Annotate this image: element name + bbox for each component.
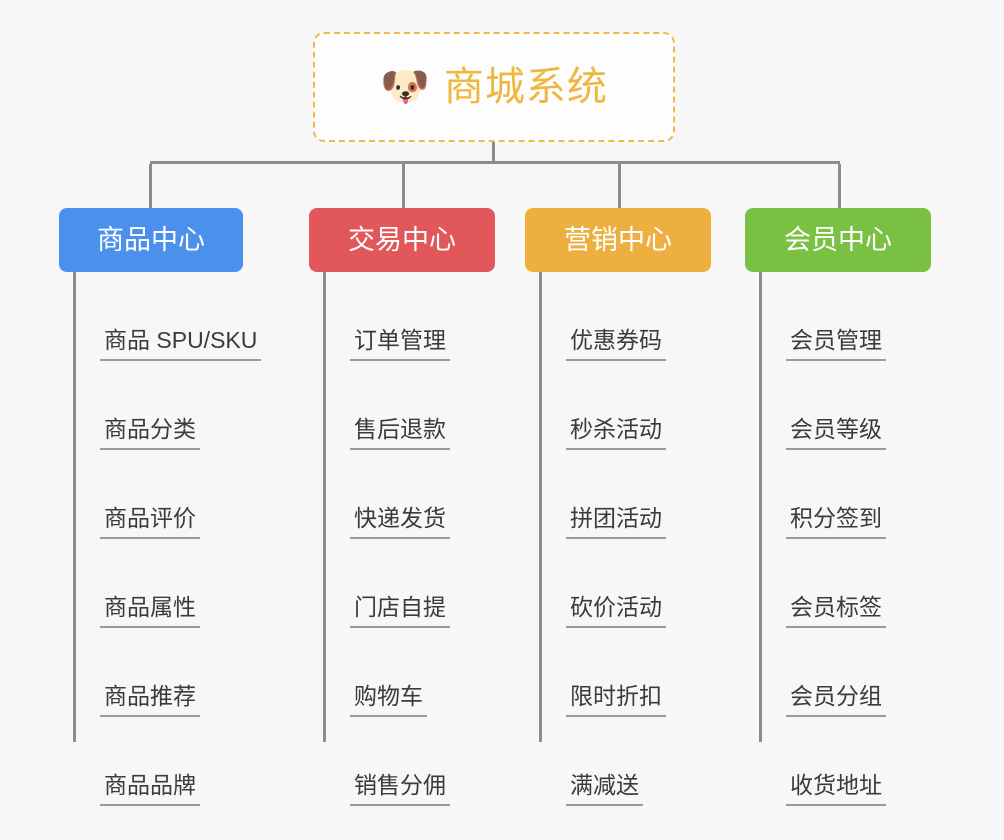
list-item[interactable]: 限时折扣 xyxy=(525,628,666,717)
category-header-label: 交易中心 xyxy=(348,224,456,255)
leaf-group: 优惠券码 秒杀活动 拼团活动 砍价活动 限时折扣 满减送 xyxy=(525,272,666,806)
root-stem-connector xyxy=(492,142,495,164)
leaf-label: 快递发货 xyxy=(350,506,450,539)
leaf-label: 销售分佣 xyxy=(350,773,450,806)
list-item[interactable]: 商品分类 xyxy=(59,361,261,450)
category-header-label: 营销中心 xyxy=(564,224,672,255)
category-header-label: 商品中心 xyxy=(97,224,205,255)
leaf-trunk-connector xyxy=(759,272,762,742)
list-item[interactable]: 商品品牌 xyxy=(59,717,261,806)
branch-drop-connector xyxy=(618,164,621,208)
leaf-trunk-connector xyxy=(323,272,326,742)
leaf-label: 砍价活动 xyxy=(566,595,666,628)
list-item[interactable]: 会员标签 xyxy=(745,539,886,628)
leaf-label: 会员等级 xyxy=(786,417,886,450)
leaf-list: 订单管理 售后退款 快递发货 门店自提 购物车 销售分佣 xyxy=(309,272,450,806)
leaf-label: 会员分组 xyxy=(786,684,886,717)
leaf-group: 商品 SPU/SKU 商品分类 商品评价 商品属性 商品推荐 商品品牌 xyxy=(59,272,262,806)
list-item[interactable]: 会员分组 xyxy=(745,628,886,717)
leaf-label: 商品 SPU/SKU xyxy=(100,328,262,361)
list-item[interactable]: 砍价活动 xyxy=(525,539,666,628)
list-item[interactable]: 优惠券码 xyxy=(525,272,666,361)
branch-drop-connector xyxy=(149,164,152,208)
leaf-label: 订单管理 xyxy=(350,328,450,361)
category-header-label: 会员中心 xyxy=(784,224,892,255)
list-item[interactable]: 快递发货 xyxy=(309,450,450,539)
leaf-label: 积分签到 xyxy=(786,506,886,539)
list-item[interactable]: 拼团活动 xyxy=(525,450,666,539)
leaf-label: 售后退款 xyxy=(350,417,450,450)
leaf-label: 商品推荐 xyxy=(100,684,200,717)
leaf-label: 商品评价 xyxy=(100,506,200,539)
branch-bus-bar-connector xyxy=(150,161,840,164)
root-node-title: 商城系统 xyxy=(443,65,608,109)
list-item[interactable]: 商品评价 xyxy=(59,450,261,539)
list-item[interactable]: 购物车 xyxy=(309,628,450,717)
list-item[interactable]: 满减送 xyxy=(525,717,666,806)
leaf-group: 会员管理 会员等级 积分签到 会员标签 会员分组 收货地址 xyxy=(745,272,886,806)
branch-drop-connector xyxy=(838,164,841,208)
list-item[interactable]: 商品 SPU/SKU xyxy=(59,272,262,361)
leaf-label: 购物车 xyxy=(350,684,427,717)
list-item[interactable]: 售后退款 xyxy=(309,361,450,450)
leaf-label: 商品品牌 xyxy=(100,773,200,806)
category-header-marketing-center[interactable]: 营销中心 xyxy=(525,208,711,272)
leaf-list: 会员管理 会员等级 积分签到 会员标签 会员分组 收货地址 xyxy=(745,272,886,806)
root-node-shop-system[interactable]: 🐶 商城系统 xyxy=(313,32,675,142)
leaf-trunk-connector xyxy=(539,272,542,742)
leaf-label: 满减送 xyxy=(566,773,643,806)
leaf-label: 商品分类 xyxy=(100,417,200,450)
leaf-trunk-connector xyxy=(73,272,76,742)
list-item[interactable]: 商品推荐 xyxy=(59,628,261,717)
list-item[interactable]: 订单管理 xyxy=(309,272,450,361)
category-header-trade-center[interactable]: 交易中心 xyxy=(309,208,495,272)
list-item[interactable]: 收货地址 xyxy=(745,717,886,806)
leaf-list: 优惠券码 秒杀活动 拼团活动 砍价活动 限时折扣 满减送 xyxy=(525,272,666,806)
leaf-label: 会员管理 xyxy=(786,328,886,361)
branch-drop-connector xyxy=(402,164,405,208)
leaf-label: 拼团活动 xyxy=(566,506,666,539)
leaf-label: 秒杀活动 xyxy=(566,417,666,450)
leaf-group: 订单管理 售后退款 快递发货 门店自提 购物车 销售分佣 xyxy=(309,272,450,806)
leaf-label: 收货地址 xyxy=(786,773,886,806)
list-item[interactable]: 积分签到 xyxy=(745,450,886,539)
list-item[interactable]: 商品属性 xyxy=(59,539,261,628)
shiba-dog-face-icon: 🐶 xyxy=(380,65,430,109)
leaf-label: 优惠券码 xyxy=(566,328,666,361)
list-item[interactable]: 会员管理 xyxy=(745,272,886,361)
list-item[interactable]: 会员等级 xyxy=(745,361,886,450)
list-item[interactable]: 销售分佣 xyxy=(309,717,450,806)
leaf-label: 会员标签 xyxy=(786,595,886,628)
leaf-label: 商品属性 xyxy=(100,595,200,628)
list-item[interactable]: 秒杀活动 xyxy=(525,361,666,450)
leaf-list: 商品 SPU/SKU 商品分类 商品评价 商品属性 商品推荐 商品品牌 xyxy=(59,272,262,806)
category-header-product-center[interactable]: 商品中心 xyxy=(59,208,243,272)
leaf-label: 限时折扣 xyxy=(566,684,666,717)
category-header-member-center[interactable]: 会员中心 xyxy=(745,208,931,272)
list-item[interactable]: 门店自提 xyxy=(309,539,450,628)
leaf-label: 门店自提 xyxy=(350,595,450,628)
